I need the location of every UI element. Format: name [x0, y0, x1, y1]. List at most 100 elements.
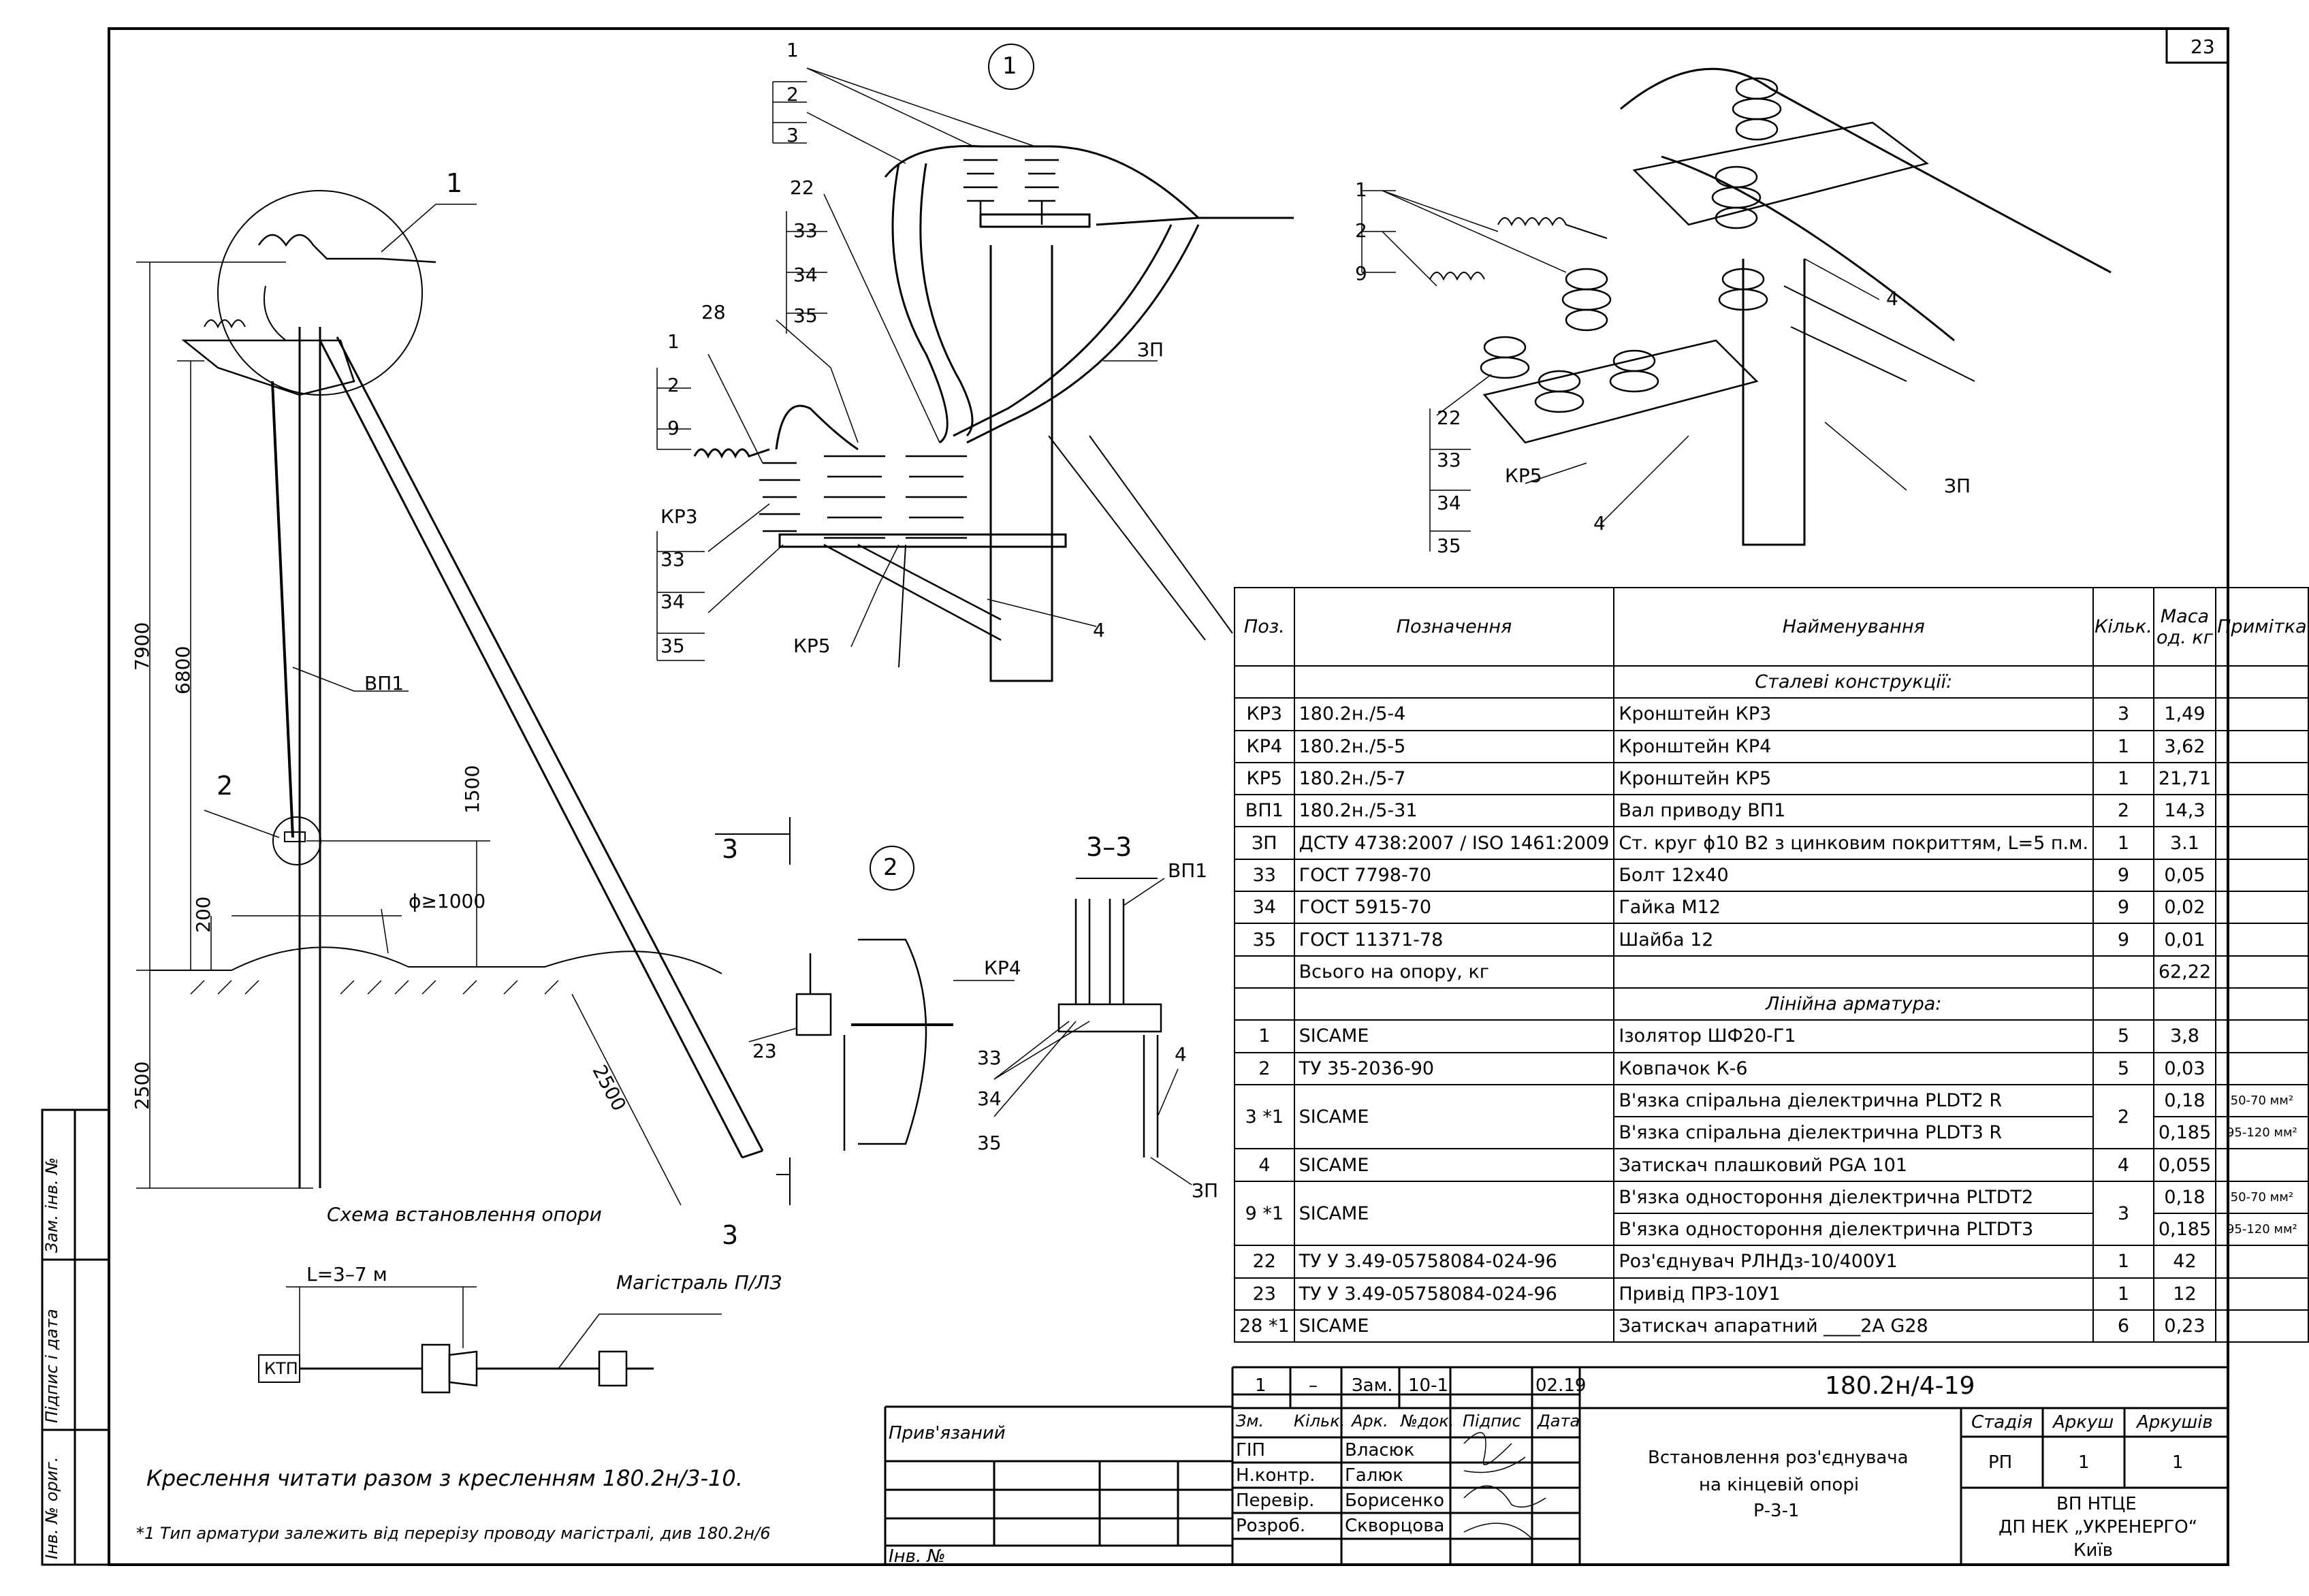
inv-label: Інв. №: [889, 1546, 946, 1567]
cell-note: [2215, 1148, 2309, 1182]
dim-diameter: ϕ≥1000: [409, 890, 486, 912]
s33-l4: 4: [1175, 1043, 1187, 1066]
cell-note: [2215, 794, 2309, 828]
cell-note: [2215, 826, 2309, 860]
iso-kr5: КР5: [1505, 464, 1542, 487]
cell-mass: 14,3: [2152, 794, 2217, 828]
detail1-circle: 1: [1002, 52, 1017, 80]
s33-l33: 33: [977, 1047, 1002, 1069]
s33-l35: 35: [977, 1132, 1002, 1154]
cell-note: [2215, 1309, 2309, 1343]
d1-kr5: КР5: [793, 635, 831, 657]
dim-1500: 1500: [461, 765, 483, 814]
stamp-inv-oryh: Інв. № ориг.: [42, 1456, 61, 1559]
cell-name: Шайба 12: [1613, 923, 2095, 957]
iso-view: [1361, 67, 2112, 552]
cell-qty: 6: [2092, 1309, 2154, 1343]
cell-pos: 34: [1234, 891, 1295, 925]
title-block: [884, 1366, 2228, 1565]
cell-qty: 1: [2092, 729, 2154, 763]
cell-qty: 9: [2092, 923, 2154, 957]
stamp-zam-inv: Зам. інв. №: [42, 1157, 61, 1253]
cell-designation: [1293, 987, 1615, 1021]
stamp-pidpys: Підпис і дата: [42, 1309, 61, 1423]
rev-1: 1: [1255, 1375, 1267, 1396]
s33-zp: ЗП: [1192, 1179, 1219, 1202]
cell-qty: 4: [2092, 1148, 2154, 1182]
sheets-val: 1: [2172, 1452, 2184, 1473]
iso-l1: 1: [1355, 178, 1367, 201]
cell-mass: [2152, 665, 2217, 699]
cell-designation: ГОСТ 5915-70: [1293, 891, 1615, 925]
cell-designation: ТУ 35-2036-90: [1293, 1051, 1615, 1085]
cell-mass: 1,49: [2152, 697, 2217, 731]
cell-designation: ТУ У 3.49-05758084-024-96: [1293, 1245, 1615, 1279]
cell-note: [2215, 955, 2309, 989]
cell-mass: 3.1: [2152, 826, 2217, 860]
cell-qty: 3: [2092, 697, 2154, 731]
cell-mass: 12: [2152, 1277, 2217, 1311]
cell-note: [2215, 1245, 2309, 1279]
dim-6800: 6800: [172, 645, 194, 695]
main-callout-2: 2: [217, 771, 234, 801]
cell-mass: [2152, 987, 2217, 1021]
cell-designation: ГОСТ 7798-70: [1293, 858, 1615, 893]
section-mark-top: 3: [722, 834, 739, 864]
d1-l28: 28: [701, 301, 726, 323]
specification-table: Поз. Позначення Найменування Кільк. Маса…: [1234, 587, 2309, 1343]
cell-designation: 180.2н./5-31: [1293, 794, 1615, 828]
note-read-with: Креслення читати разом з кресленням 180.…: [146, 1465, 743, 1491]
cell-pos: 33: [1234, 858, 1295, 893]
head-data: Дата: [1538, 1411, 1580, 1431]
sheet-head: Аркуш: [2053, 1412, 2114, 1433]
cell-pos: ЗП: [1234, 826, 1295, 860]
cell-mass: 0,05: [2152, 858, 2217, 893]
main-view: [136, 190, 764, 1206]
cell-mass: 0,055: [2152, 1148, 2217, 1182]
main-callout-1: 1: [446, 168, 463, 198]
cell-pos: 1: [1234, 1019, 1295, 1053]
iso-zp: ЗП: [1944, 475, 1971, 497]
header-designation: Позначення: [1293, 587, 1615, 667]
cell-pos: 35: [1234, 923, 1295, 957]
cell-pos: ВП1: [1234, 794, 1295, 828]
d1-l34b: 34: [660, 590, 685, 613]
scheme-ktp: КТП: [264, 1359, 298, 1378]
cell-name: Ізолятор ШФ20-Г1: [1613, 1019, 2095, 1053]
cell-note: [2215, 729, 2309, 763]
cell-name: Затискач апаратний ____2А G28: [1613, 1309, 2095, 1343]
cell-mass: 0,18: [2152, 1083, 2217, 1118]
rev-6: 02.19: [1535, 1375, 1587, 1396]
cell-qty: 1: [2092, 1245, 2154, 1279]
cell-qty: 1: [2092, 1277, 2154, 1311]
detail-1: [656, 44, 1294, 682]
cell-name: В'язка одностороння діелектрична PLTDT3: [1613, 1213, 2095, 1247]
d1-l22: 22: [790, 176, 814, 199]
title-line-1: Встановлення роз'єднувача: [1648, 1448, 1909, 1468]
cell-name: В'язка одностороння діелектрична PLTDT2: [1613, 1180, 2095, 1215]
d1-zp: ЗП: [1137, 338, 1164, 361]
head-ark: Арк.: [1352, 1411, 1388, 1431]
cell-designation: 180.2н./5-4: [1293, 697, 1615, 731]
scheme-diagram: [258, 1286, 722, 1394]
cell-qty: 1: [2092, 761, 2154, 796]
cell-mass: 3,8: [2152, 1019, 2217, 1053]
iso-l4b: 4: [1593, 512, 1606, 534]
section-mark-bottom: 3: [722, 1220, 739, 1250]
header-qty: Кільк.: [2092, 587, 2154, 667]
cell-pos: [1234, 987, 1295, 1021]
cell-note: 50-70 мм²: [2215, 1083, 2309, 1118]
section-33-title: 3–3: [1086, 832, 1132, 862]
cell-note: [2215, 1019, 2309, 1053]
cell-name: В'язка спіральна діелектрична PLDT2 R: [1613, 1083, 2095, 1118]
detail2-circle: 2: [883, 854, 898, 881]
cell-note: [2215, 858, 2309, 893]
iso-l9: 9: [1355, 262, 1367, 285]
